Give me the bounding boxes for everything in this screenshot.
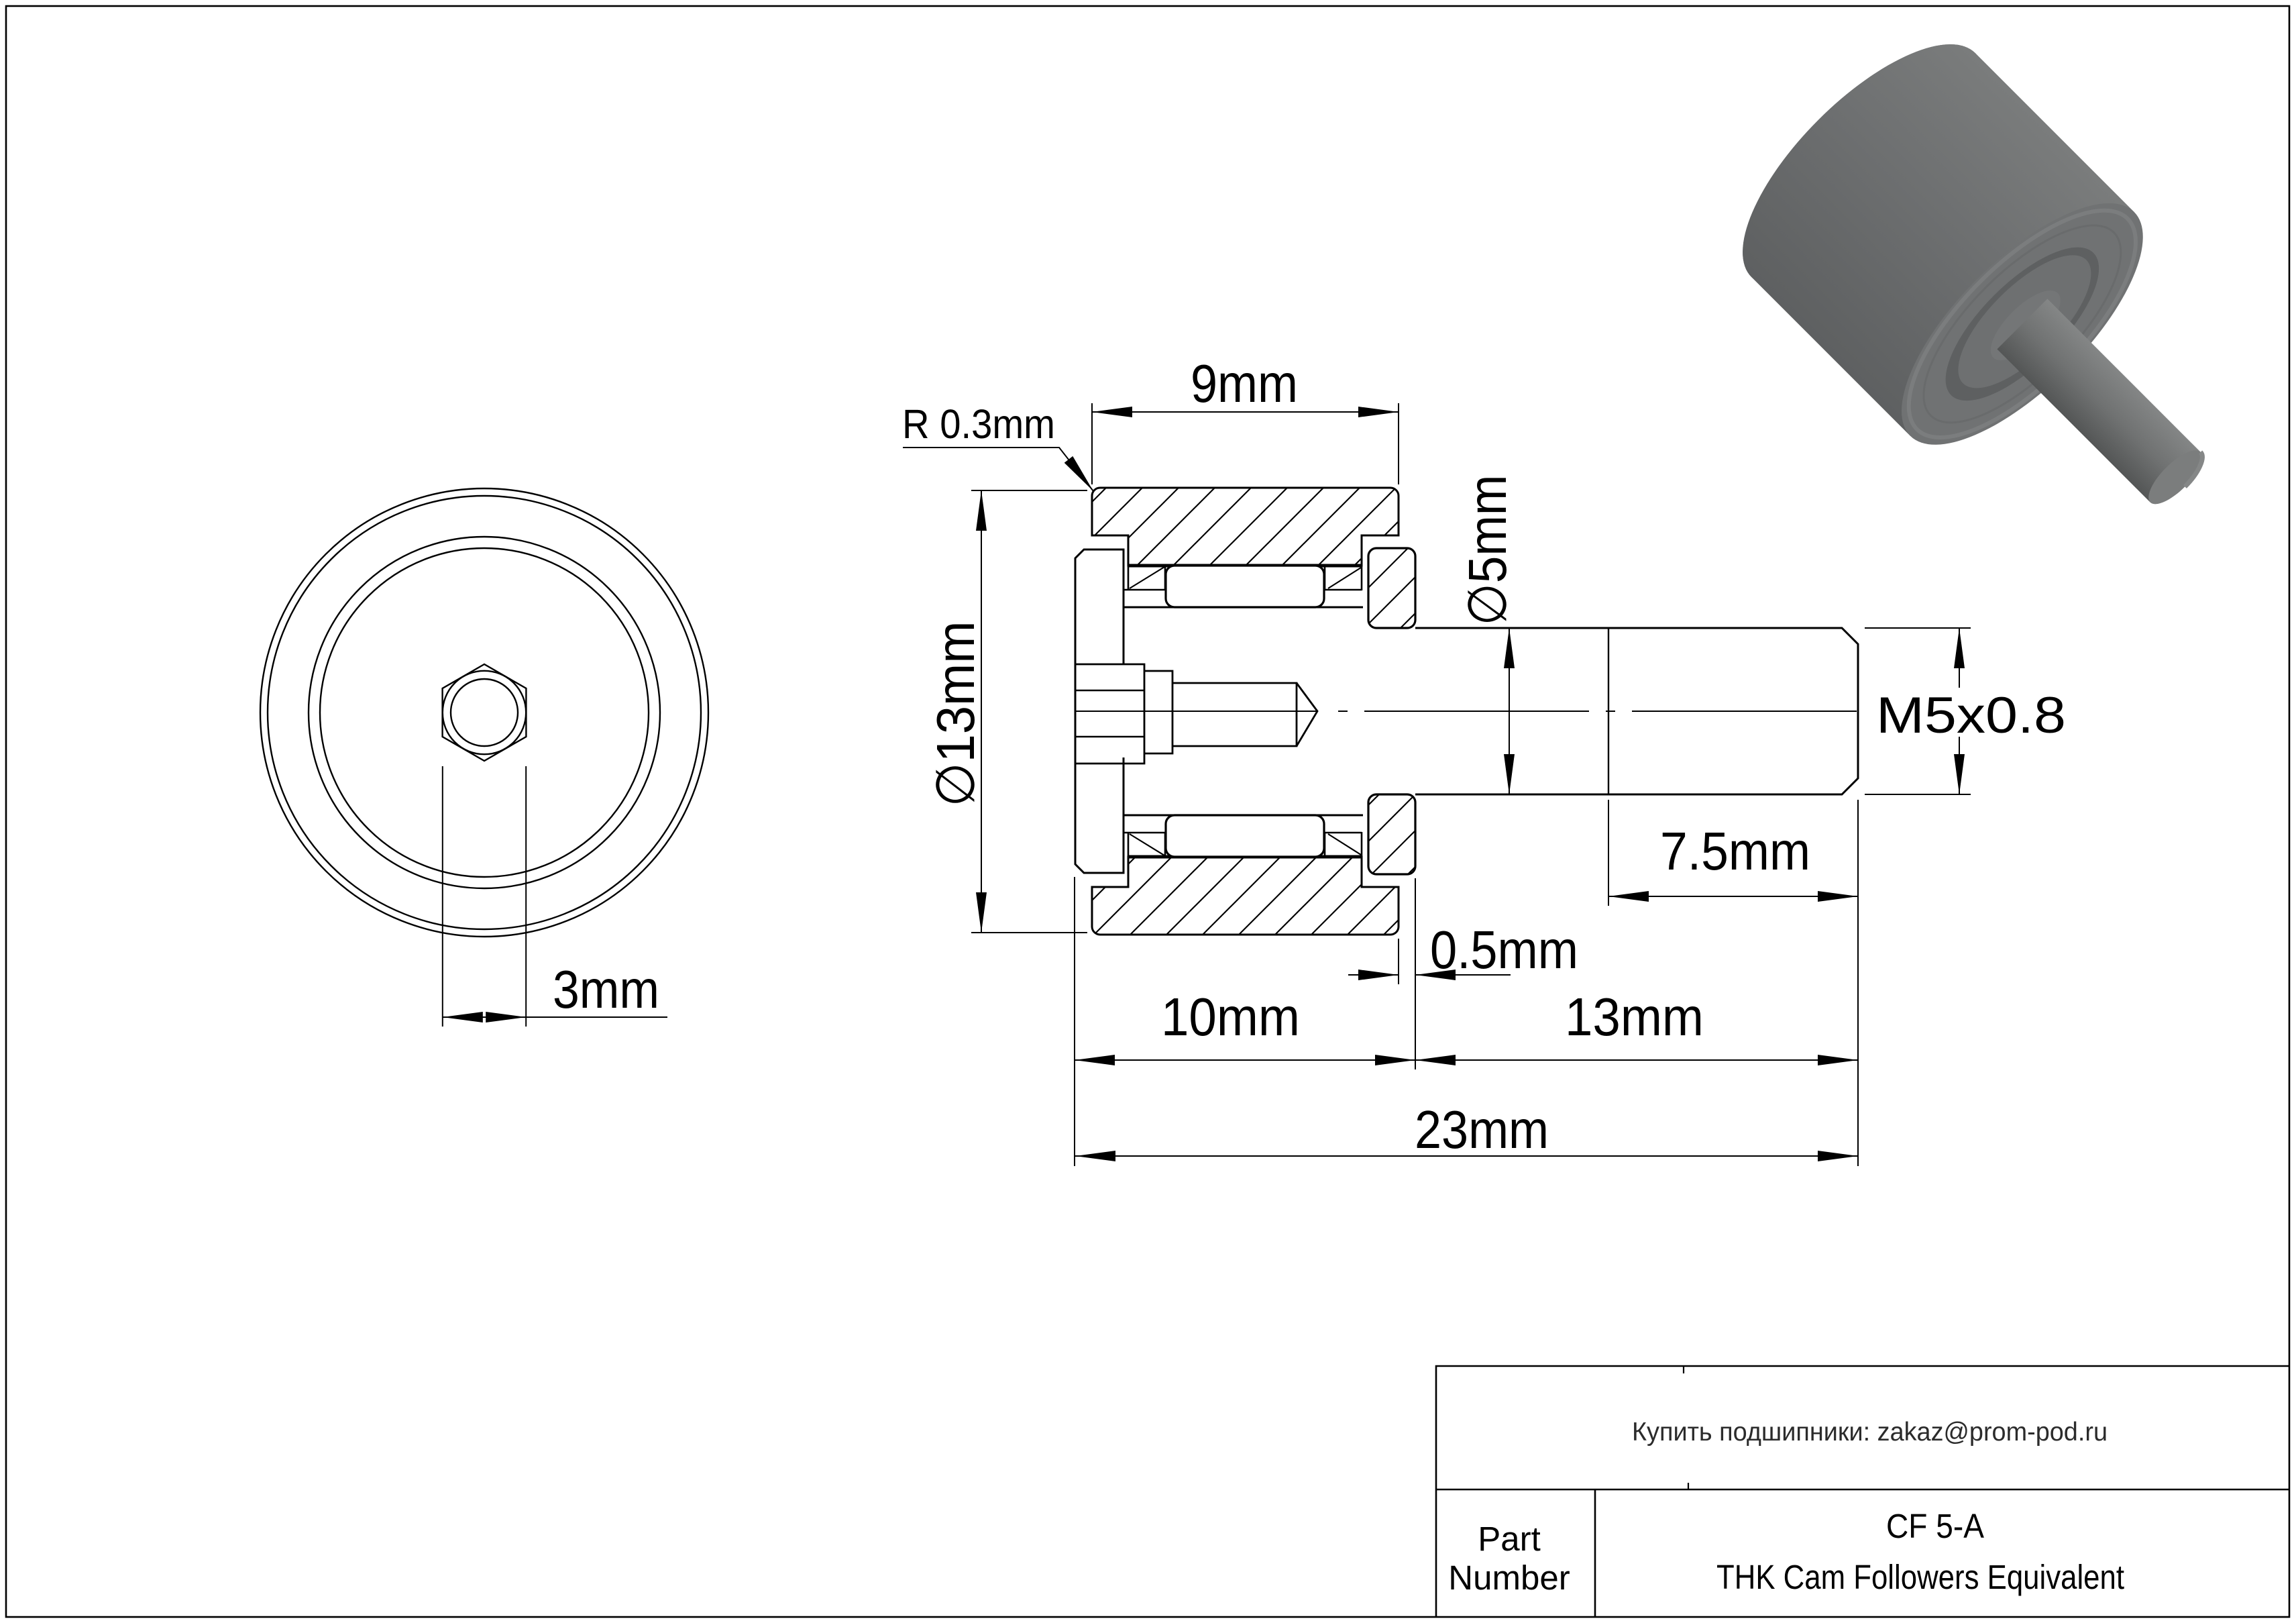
svg-text:R 0.3mm: R 0.3mm xyxy=(902,401,1055,447)
svg-text:∅5mm: ∅5mm xyxy=(1458,475,1517,626)
svg-text:M5x0.8: M5x0.8 xyxy=(1876,687,2066,744)
svg-text:3mm: 3mm xyxy=(553,959,659,1019)
svg-text:10mm: 10mm xyxy=(1161,987,1300,1047)
svg-text:CF 5-A: CF 5-A xyxy=(1886,1507,1984,1545)
svg-text:23mm: 23mm xyxy=(1415,1100,1549,1159)
svg-text:0.5mm: 0.5mm xyxy=(1430,920,1578,980)
svg-text:Part: Part xyxy=(1478,1520,1541,1558)
svg-text:∅13mm: ∅13mm xyxy=(926,621,985,807)
svg-text:THK Cam Followers Equivalent: THK Cam Followers Equivalent xyxy=(1716,1558,2124,1596)
svg-text:Number: Number xyxy=(1448,1559,1570,1597)
svg-text:7.5mm: 7.5mm xyxy=(1660,821,1810,881)
svg-text:13mm: 13mm xyxy=(1565,987,1704,1047)
svg-text:9mm: 9mm xyxy=(1191,354,1298,413)
svg-text:Купить подшипники: zakaz@prom-: Купить подшипники: zakaz@prom-pod.ru xyxy=(1632,1418,2108,1447)
